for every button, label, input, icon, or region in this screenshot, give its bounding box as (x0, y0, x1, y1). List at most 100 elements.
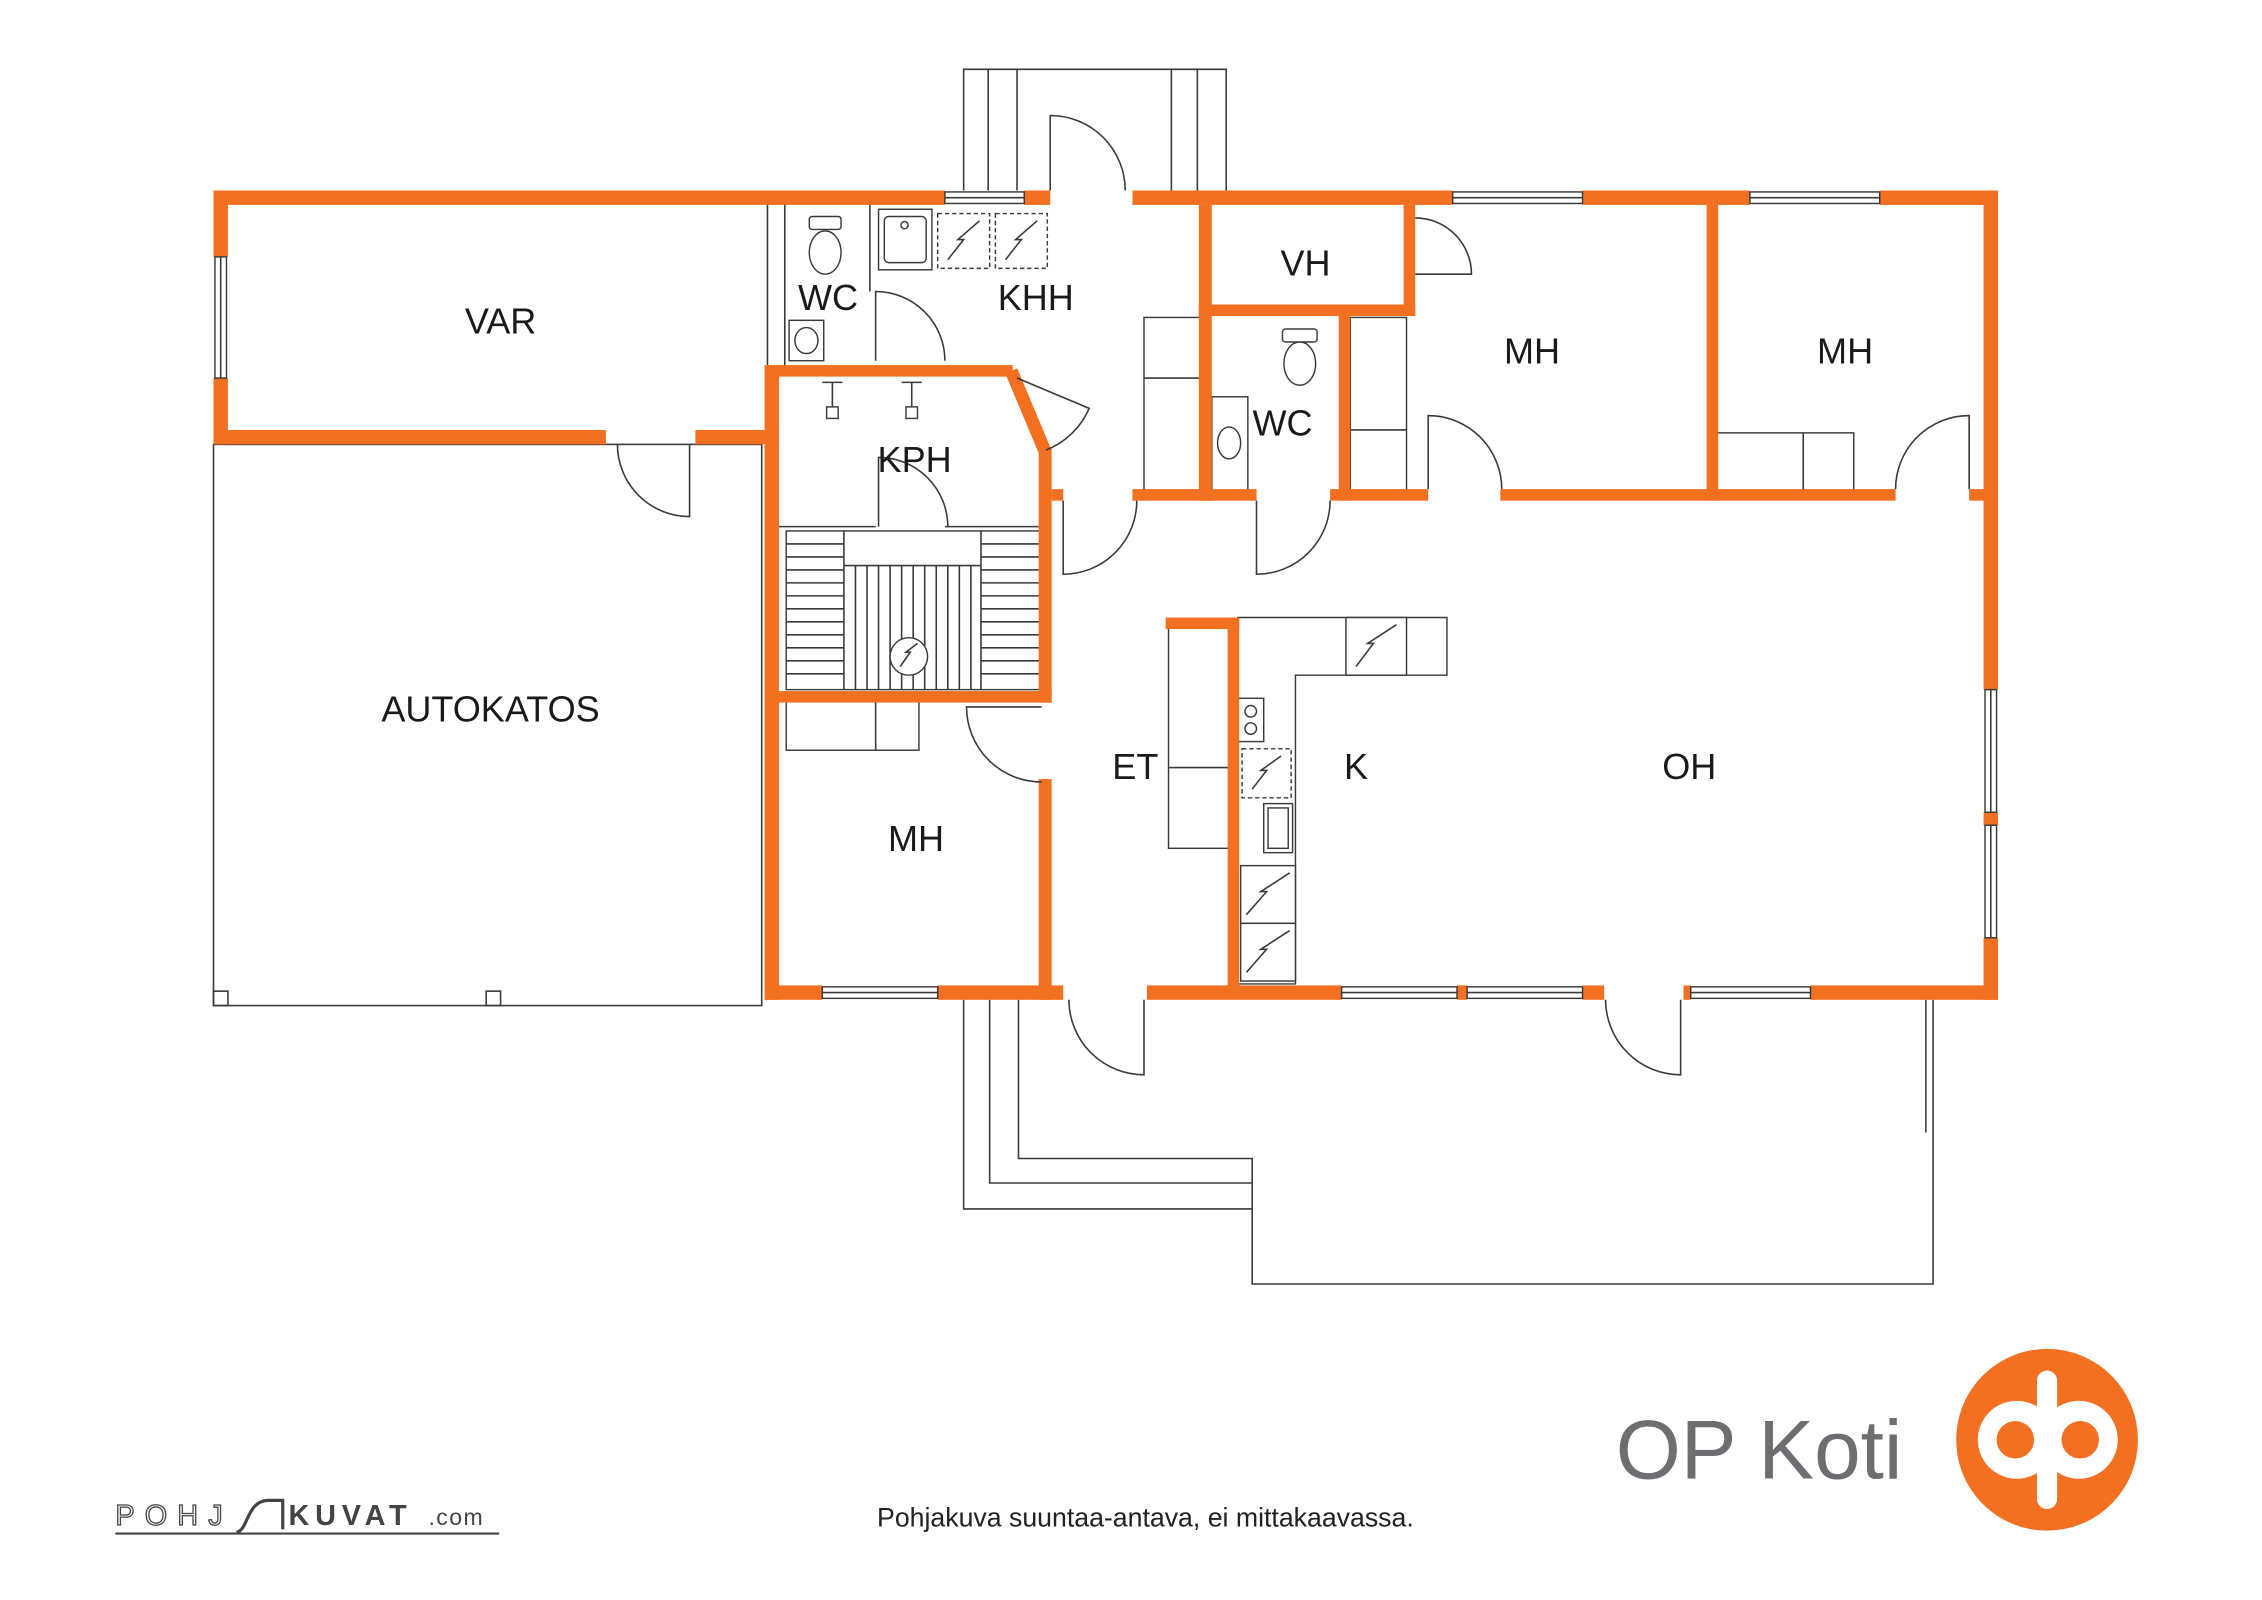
room-label-mh-lower: MH (888, 818, 944, 859)
wall-segment (1038, 447, 1052, 703)
room-label-khh: KHH (998, 277, 1074, 318)
kitchen-island (1167, 622, 1230, 850)
shower-valve (825, 406, 839, 420)
wall-segment (1338, 316, 1351, 501)
wall-segment-diagonal (1005, 368, 1051, 453)
room-label-autokatos: AUTOKATOS (381, 688, 599, 729)
dishwasher-symbol (1251, 755, 1282, 790)
door-swing-entrance (1068, 999, 1145, 1076)
wall-segment (1983, 190, 1999, 690)
wall-segment (1146, 985, 1342, 1000)
refrigerator-symbol (1245, 872, 1291, 916)
wall-segment (779, 365, 1013, 377)
wall-segment (213, 429, 606, 445)
wall-segment (1330, 489, 1429, 501)
wall-segment (1038, 779, 1052, 1000)
doors (616, 114, 1970, 1076)
wardrobe (785, 696, 920, 751)
door-swing-corridor (1062, 500, 1138, 576)
room-label-kph: KPH (878, 439, 952, 480)
wall-segment (1132, 489, 1212, 501)
door-swing-var (616, 444, 691, 518)
dryer-symbol (1004, 220, 1038, 261)
wall-segment (1132, 190, 1453, 205)
toilet-bowl (808, 230, 842, 275)
wall-segment (1500, 489, 1896, 501)
wall-segment (1198, 204, 1212, 501)
door-swing-mh-middle (1427, 414, 1503, 490)
op-logo-hole-right (2061, 1421, 2099, 1459)
door-swing-vh (1415, 217, 1473, 275)
interior-partitions (766, 204, 1039, 528)
room-label-k: K (1344, 746, 1368, 787)
room-label-mh-right: MH (1817, 331, 1873, 372)
carport-post (212, 990, 229, 1007)
door-swing-porch (1049, 114, 1127, 191)
washbasin-bowl (1216, 426, 1242, 460)
dryer (994, 212, 1049, 270)
door-swing-mh-lower (965, 706, 1042, 783)
wall-segment (695, 429, 780, 445)
wall-segment (1024, 190, 1051, 205)
disclaimer-caption: Pohjakuva suuntaa-antava, ei mittakaavas… (877, 1502, 1414, 1532)
toilet-tank (1281, 328, 1318, 343)
wall-segment (1706, 204, 1719, 501)
porch-top (962, 68, 1228, 191)
wall-segment (213, 378, 228, 445)
room-label-wc: WC (798, 277, 858, 318)
wall-segment (1051, 489, 1064, 501)
wall-segment (1457, 985, 1468, 1000)
fireplace-symbol-bolt (899, 642, 918, 668)
wall-segment (764, 985, 823, 1000)
wall-segment (1582, 190, 1750, 205)
door-swing-wc (874, 290, 946, 361)
washing-machine-symbol (947, 220, 981, 261)
corridor-cabinet (1143, 316, 1203, 492)
hob-symbol (1355, 624, 1397, 668)
fixtures (785, 208, 1855, 985)
room-label-wc-right: WC (1252, 403, 1312, 444)
brand-name: OP Koti (1616, 1403, 1903, 1497)
porch-top-rails (987, 69, 1199, 191)
wall-segment (1879, 190, 1999, 205)
wall-segment (1683, 985, 1691, 1000)
staircase (785, 530, 1043, 691)
branding: OP Koti (1616, 1348, 2138, 1531)
hob (1345, 616, 1408, 676)
washbasin-bowl (794, 326, 819, 355)
stair-treads-middle (843, 564, 981, 690)
washing-machine (936, 212, 991, 270)
wall-segment (1227, 617, 1240, 989)
room-label-et: ET (1112, 746, 1158, 787)
wall-segment (779, 691, 1052, 703)
room-labels: VAR WC KHH VH MH MH WC KPH AUTOKATOS ET … (381, 243, 1873, 860)
door-swing-kph (1016, 377, 1091, 451)
wardrobe (1349, 316, 1408, 492)
wall-segment (1206, 489, 1257, 501)
shower-head (822, 381, 843, 407)
wall-segment (1810, 985, 1999, 1000)
room-label-mh-middle: MH (1504, 331, 1560, 372)
op-logo-icon (1956, 1348, 2138, 1531)
shower-head (901, 381, 922, 407)
utility-sink-bowl (883, 215, 927, 264)
dishwasher (1241, 748, 1292, 799)
windows (214, 191, 1998, 1000)
toilet-tank (808, 215, 842, 231)
terrace-steps (988, 999, 1927, 1209)
wall-segment (1983, 937, 1999, 1000)
shower-valve (905, 406, 919, 420)
credit-logo-arch (235, 1498, 285, 1534)
utility-sink-drain (900, 220, 909, 230)
door-swing-mh-right (1894, 414, 1970, 490)
op-logo-hole-left (1996, 1421, 2035, 1459)
terrace (962, 999, 1934, 1285)
credit-logo: POHJ KUVAT .com (115, 1498, 500, 1535)
wall-segment (1198, 304, 1416, 317)
stair-treads-right (980, 530, 1042, 690)
op-logo-stem (2036, 1370, 2058, 1510)
wall-segment (213, 190, 228, 257)
kitchen-sink-bowl (1267, 807, 1289, 850)
wall-segment (764, 365, 780, 1000)
wall-segment (1165, 617, 1240, 630)
